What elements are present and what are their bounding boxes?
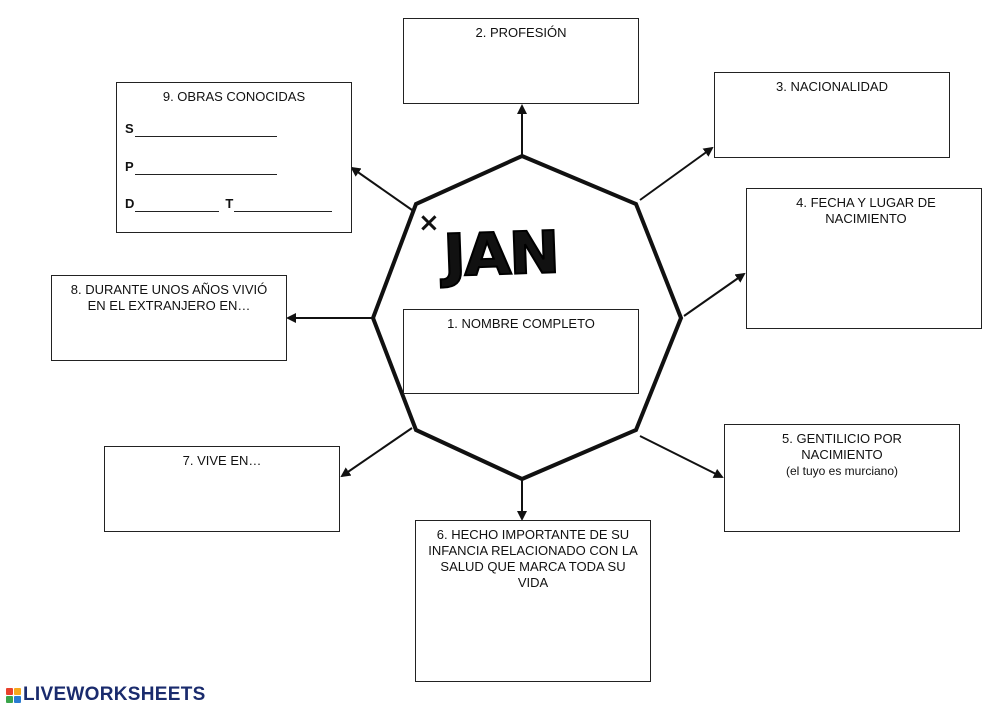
box-vive-label: 7. VIVE EN…	[182, 453, 262, 468]
profesion-input[interactable]	[410, 73, 632, 97]
hecho-input[interactable]	[422, 651, 644, 675]
box-nacionalidad: 3. NACIONALIDAD	[714, 72, 950, 158]
box-gentilicio-label: 5. GENTILICIO POR NACIMIENTO	[782, 431, 902, 462]
gentilicio-input[interactable]	[731, 501, 953, 525]
box-profesion-label: 2. PROFESIÓN	[475, 25, 567, 40]
logo-text: LIVEWORKSHEETS	[23, 684, 206, 705]
obras-letter-p: P	[125, 159, 134, 174]
obras-blank-t[interactable]	[234, 199, 333, 212]
arrow-to-vive	[340, 427, 413, 478]
nombre-completo-input[interactable]	[410, 363, 632, 387]
box-hecho-label: 6. HECHO IMPORTANTE DE SU INFANCIA RELAC…	[428, 527, 638, 590]
box-nacimiento-label: 4. FECHA Y LUGAR DE NACIMIENTO	[796, 195, 936, 226]
box-obras-label: 9. OBRAS CONOCIDAS	[162, 89, 306, 104]
box-extranjero: 8. DURANTE UNOS AÑOS VIVIÓ EN EL EXTRANJ…	[51, 275, 287, 361]
box-nombre-completo: 1. NOMBRE COMPLETO	[403, 309, 639, 394]
logo-square	[6, 695, 13, 703]
box-profesion: 2. PROFESIÓN	[403, 18, 639, 104]
obras-row-p: P	[125, 159, 283, 175]
obras-row-s: S	[125, 121, 283, 137]
name-mark: ×	[418, 208, 440, 238]
liveworksheets-logo: LIVEWORKSHEETS	[6, 684, 206, 706]
obras-letter-t: T	[225, 196, 234, 211]
obras-letter-d: D	[125, 196, 135, 211]
obras-blank-s[interactable]	[134, 124, 277, 137]
box-nacionalidad-label: 3. NACIONALIDAD	[776, 79, 888, 94]
logo-squares-icon	[6, 687, 21, 703]
arrow-to-obras	[350, 166, 413, 211]
extranjero-input[interactable]	[58, 330, 280, 354]
box-extranjero-label: 8. DURANTE UNOS AÑOS VIVIÓ EN EL EXTRANJ…	[70, 282, 268, 313]
nacionalidad-input[interactable]	[721, 127, 943, 151]
box-vive: 7. VIVE EN…	[104, 446, 340, 532]
obras-blank-d[interactable]	[135, 199, 220, 212]
vive-input[interactable]	[111, 501, 333, 525]
arrow-to-nacimiento	[683, 272, 746, 317]
logo-square	[14, 687, 21, 695]
box-nombre-completo-label: 1. NOMBRE COMPLETO	[447, 316, 595, 331]
arrow-to-nacionalidad	[639, 146, 714, 201]
arrow-to-gentilicio	[639, 435, 724, 478]
logo-square	[6, 687, 13, 695]
box-gentilicio: 5. GENTILICIO POR NACIMIENTO (el tuyo es…	[724, 424, 960, 532]
box-hecho: 6. HECHO IMPORTANTE DE SU INFANCIA RELAC…	[415, 520, 651, 682]
obras-blank-p[interactable]	[134, 162, 277, 175]
box-obras: 9. OBRAS CONOCIDAS S P D T	[116, 82, 352, 233]
obras-letter-s: S	[125, 121, 134, 136]
center-name-text: JAN	[441, 217, 560, 291]
nacimiento-input[interactable]	[753, 298, 975, 322]
box-gentilicio-note: (el tuyo es murciano)	[785, 464, 899, 478]
obras-row-d-t: D T	[125, 196, 338, 212]
box-nacimiento: 4. FECHA Y LUGAR DE NACIMIENTO	[746, 188, 982, 329]
logo-square	[14, 695, 21, 703]
